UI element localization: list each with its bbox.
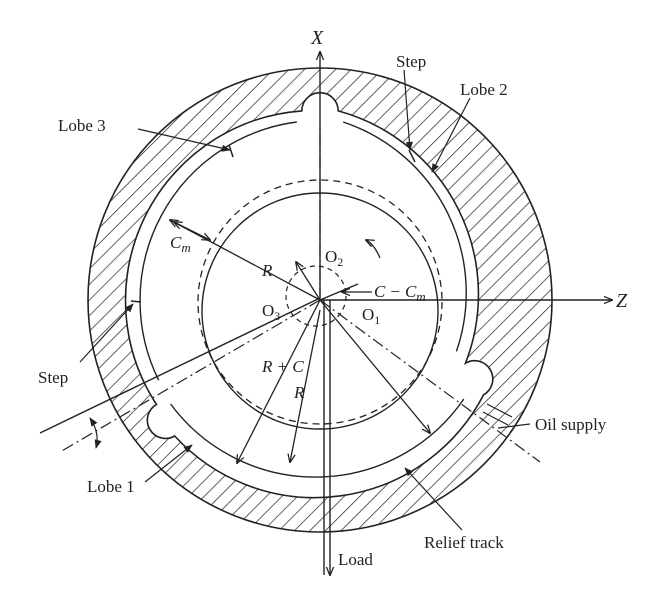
label-cm: Cm	[170, 233, 191, 255]
leader-oil-supply	[497, 423, 531, 429]
labels: X Z Step Lobe 2 Lobe 3 Step Lobe 1 Oil s…	[38, 27, 628, 569]
reference-dashed-circle	[197, 179, 443, 425]
center-lines	[59, 122, 541, 463]
label-relief-track: Relief track	[424, 533, 504, 552]
o1-offset-line	[319, 283, 359, 301]
label-o3: O3	[262, 301, 280, 323]
axes	[320, 52, 612, 575]
cm-dimension	[174, 222, 210, 240]
label-oil-supply: Oil supply	[535, 415, 607, 434]
step-mark-left	[130, 300, 142, 303]
relief-track-arc-bottom	[170, 398, 465, 478]
label-lobe1: Lobe 1	[87, 477, 135, 496]
angle-arc	[89, 417, 102, 449]
label-r-lower: R	[293, 383, 305, 402]
oil-supply-hole-edge-a	[486, 403, 513, 418]
label-axis-x: X	[310, 27, 324, 49]
label-step-top: Step	[396, 52, 426, 71]
centerline-lower-left	[59, 299, 321, 453]
label-r-upper: R	[261, 261, 273, 280]
leader-lines	[79, 69, 531, 531]
relief-tracks	[139, 121, 467, 478]
label-r-plus-c: R + C	[261, 357, 304, 376]
leader-lobe2	[431, 97, 471, 173]
label-c-minus-cm: C−Cm	[374, 282, 426, 304]
oil-supply-hole-edge-b	[482, 411, 509, 426]
angle-reference-line	[39, 297, 321, 434]
leader-relief-track	[404, 467, 463, 531]
leader-step-top	[403, 69, 413, 151]
rotation-arrow	[366, 240, 381, 259]
label-axis-z: Z	[616, 290, 628, 312]
label-step-left: Step	[38, 368, 68, 387]
leader-step-left	[79, 303, 134, 363]
radius-r-lower-line	[290, 309, 321, 462]
label-o1: O1	[362, 305, 380, 327]
centerline-lower-right	[319, 299, 541, 463]
relief-track-arc-right	[342, 121, 467, 352]
label-lobe3: Lobe 3	[58, 116, 106, 135]
radius-r-plus-c-line	[237, 299, 321, 463]
radius-lower-right-line	[319, 299, 430, 433]
relief-track-arc-left	[139, 121, 297, 381]
leader-lobe3	[137, 128, 231, 152]
label-load: Load	[338, 550, 373, 569]
label-o2: O2	[325, 247, 343, 269]
dimension-lines	[170, 220, 430, 463]
step-mark-upper-right	[408, 149, 416, 163]
label-lobe2: Lobe 2	[460, 80, 508, 99]
leader-lobe1	[144, 444, 193, 483]
o2-offset-arrow	[296, 262, 321, 301]
